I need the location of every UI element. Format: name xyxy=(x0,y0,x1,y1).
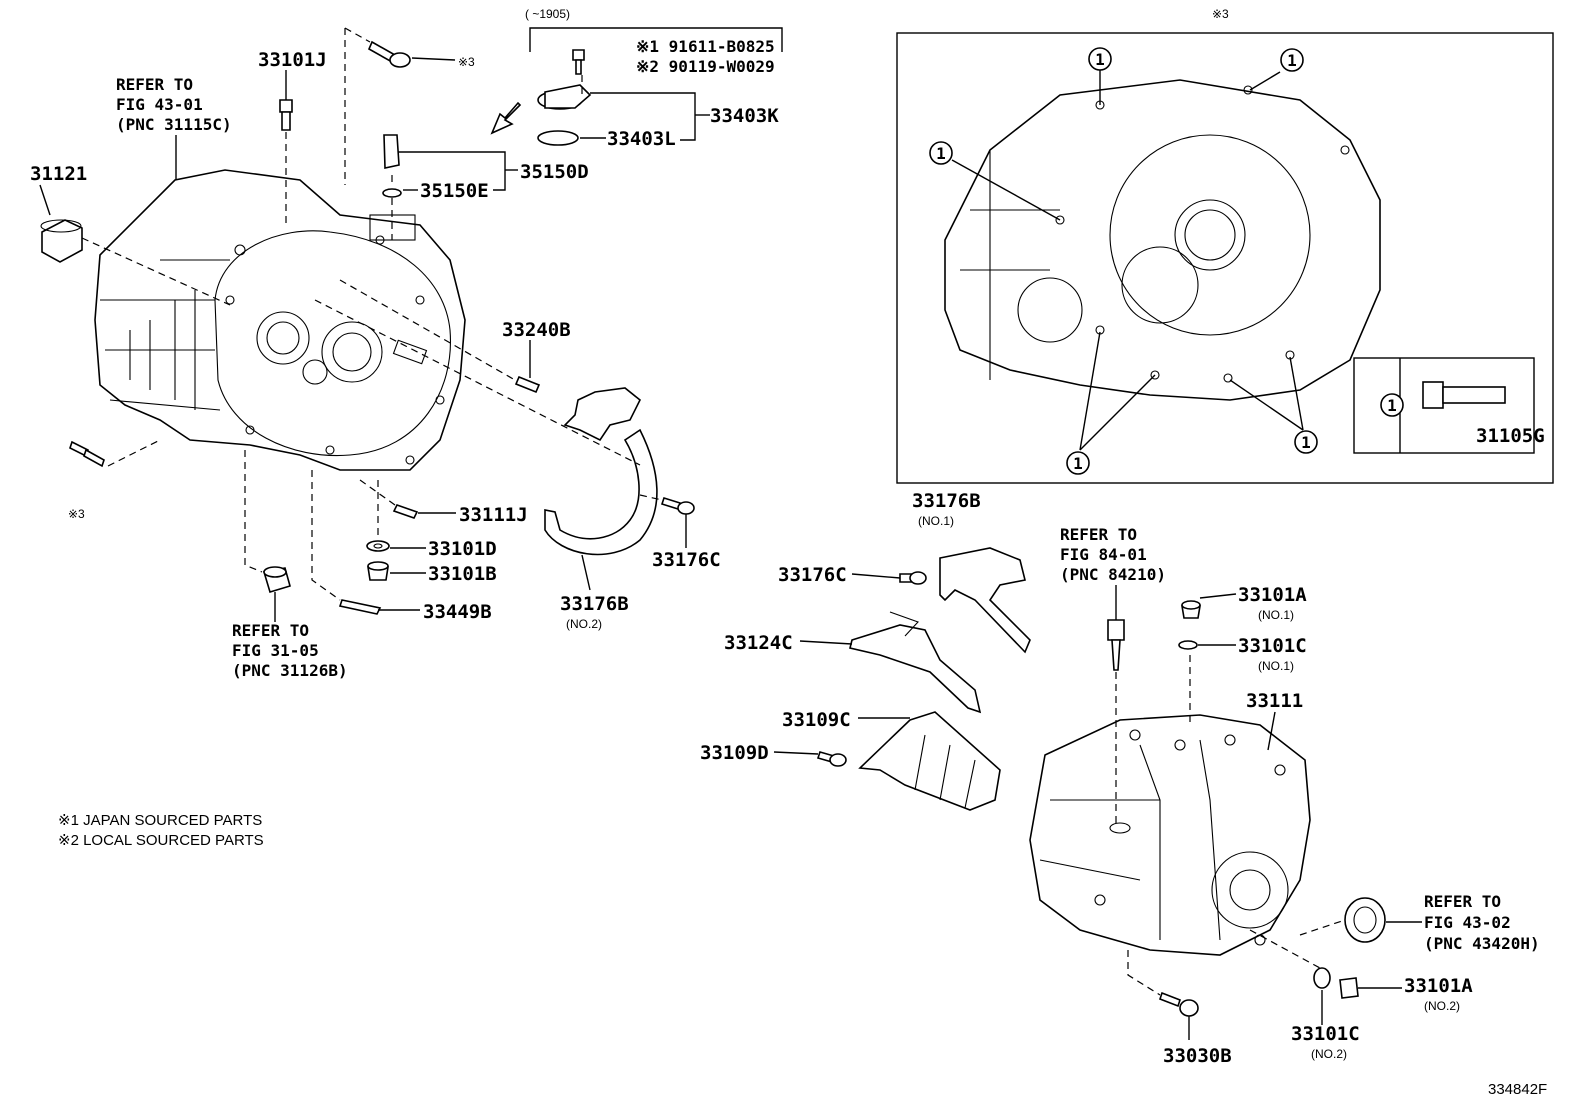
label-33176C-top: 33176C xyxy=(652,549,721,571)
plug-31126B-drawing xyxy=(262,566,291,593)
callout-1-a: 1 xyxy=(1095,50,1105,69)
bolt-33176C-top-drawing xyxy=(660,497,695,515)
sublabel-33101A-no1: (NO.1) xyxy=(1258,608,1294,622)
label-31121: 31121 xyxy=(30,163,87,185)
figure-id: 334842F xyxy=(1488,1081,1547,1098)
sensor-35150D-drawing xyxy=(382,134,402,198)
plug-33101A-no2-drawing xyxy=(1339,977,1359,999)
callout-1-b: 1 xyxy=(1287,51,1297,70)
flange-bolt-31105G-drawing xyxy=(1422,381,1506,409)
label-33109D: 33109D xyxy=(700,742,769,764)
direction-arrow xyxy=(490,101,522,135)
svg-text:FIG 31-05: FIG 31-05 xyxy=(232,641,319,660)
refer-to-43-02: REFER TO FIG 43-02 (PNC 43420H) xyxy=(1424,892,1540,953)
svg-text:(PNC 31115C): (PNC 31115C) xyxy=(116,115,232,134)
sublabel-33176B-no2: (NO.2) xyxy=(566,617,602,631)
label-33176B-no2: 33176B xyxy=(560,593,629,615)
speedo-driven-gear-drawing xyxy=(537,49,592,146)
seal-43420H-drawing xyxy=(1344,897,1386,943)
washer-33101C-no1-drawing xyxy=(1178,640,1198,650)
bolt-legend-box xyxy=(1353,357,1535,454)
label-33101B: 33101B xyxy=(428,563,497,585)
star3-mark-top: ※3 xyxy=(458,55,475,69)
transaxle-housing-drawing xyxy=(94,169,466,471)
plug-33101A-no1-drawing xyxy=(1181,600,1201,619)
label-33101A-no2: 33101A xyxy=(1404,975,1473,997)
callout-1-c: 1 xyxy=(936,144,946,163)
label-33101A-no1: 33101A xyxy=(1238,584,1307,606)
svg-text:REFER TO: REFER TO xyxy=(116,75,193,94)
svg-text:FIG 43-01: FIG 43-01 xyxy=(116,95,203,114)
transfer-case-33111-drawing xyxy=(1029,714,1311,956)
bolt-33030B-drawing xyxy=(1159,991,1199,1017)
note-local-sourced: ※2 LOCAL SOURCED PARTS xyxy=(58,832,264,849)
leader-lines xyxy=(39,27,1422,1040)
label-33176B-no1: 33176B xyxy=(912,490,981,512)
label-33449B: 33449B xyxy=(423,601,492,623)
label-33240B: 33240B xyxy=(502,319,571,341)
callout-1-d: 1 xyxy=(1073,454,1083,473)
label-33101C-no1: 33101C xyxy=(1238,635,1307,657)
note-japan-sourced: ※1 JAPAN SOURCED PARTS xyxy=(58,812,262,829)
refer-to-31-05: REFER TO FIG 31-05 (PNC 31126B) xyxy=(232,621,348,680)
label-33111: 33111 xyxy=(1246,690,1303,712)
plug-33101B-drawing xyxy=(367,561,389,581)
housing-bolt-pattern-drawing xyxy=(944,79,1381,401)
label-33124C: 33124C xyxy=(724,632,793,654)
cap-31121-drawing xyxy=(40,219,83,263)
bracket-33176B-no1-drawing xyxy=(939,547,1031,654)
washer-33101C-no2-drawing xyxy=(1313,967,1331,989)
sublabel-33101A-no2: (NO.2) xyxy=(1424,999,1460,1013)
label-33101C-no2: 33101C xyxy=(1291,1023,1360,1045)
label-33403K: 33403K xyxy=(710,105,779,127)
alignment-lines xyxy=(81,27,1346,996)
svg-text:REFER TO: REFER TO xyxy=(1424,892,1501,911)
plate-33176B-no2-drawing xyxy=(544,387,658,556)
inset-frame xyxy=(896,32,1554,484)
sublabel-33101C-no1: (NO.1) xyxy=(1258,659,1294,673)
bolt-variant-2: ※2 90119-W0029 xyxy=(636,57,775,76)
callout-1-e: 1 xyxy=(1301,433,1311,452)
svg-text:FIG 84-01: FIG 84-01 xyxy=(1060,545,1147,564)
gasket-33449B-drawing xyxy=(338,599,382,615)
svg-text:REFER TO: REFER TO xyxy=(232,621,309,640)
sensor-84210-drawing xyxy=(1107,619,1125,671)
bolt-33109D-drawing xyxy=(816,751,847,767)
label-33109C: 33109C xyxy=(782,709,851,731)
label-33403L: 33403L xyxy=(607,128,676,150)
pin-33111J-drawing xyxy=(392,504,419,519)
bolt-star3-left-drawing xyxy=(69,440,105,468)
guide-33124C-drawing xyxy=(849,611,982,714)
refer-to-43-01: REFER TO FIG 43-01 (PNC 31115C) xyxy=(116,75,232,134)
star3-mark-inset: ※3 xyxy=(1212,7,1229,21)
washer-33101D-drawing xyxy=(366,540,390,552)
svg-text:(PNC 84210): (PNC 84210) xyxy=(1060,565,1166,584)
bolt-variant-range: ( ~1905) xyxy=(525,7,570,21)
refer-to-84-01: REFER TO FIG 84-01 (PNC 84210) xyxy=(1060,525,1166,584)
label-33176C-mid: 33176C xyxy=(778,564,847,586)
star3-mark-left: ※3 xyxy=(68,507,85,521)
label-33101J: 33101J xyxy=(258,49,327,71)
callout-1-legend: 1 xyxy=(1387,396,1397,415)
pin-33240B-drawing xyxy=(514,375,541,394)
cover-33109C-drawing xyxy=(858,711,1001,811)
svg-text:FIG 43-02: FIG 43-02 xyxy=(1424,913,1511,932)
label-33111J: 33111J xyxy=(459,504,528,526)
bolt-variant-1: ※1 91611-B0825 xyxy=(636,37,775,56)
label-33101D: 33101D xyxy=(428,538,497,560)
svg-text:REFER TO: REFER TO xyxy=(1060,525,1137,544)
label-35150E: 35150E xyxy=(420,180,489,202)
label-31105G: 31105G xyxy=(1476,425,1545,447)
bolt-33101J-drawing xyxy=(279,99,293,131)
label-35150D: 35150D xyxy=(520,161,589,183)
label-33030B: 33030B xyxy=(1163,1045,1232,1067)
sublabel-33176B-no1: (NO.1) xyxy=(918,514,954,528)
sublabel-33101C-no2: (NO.2) xyxy=(1311,1047,1347,1061)
svg-text:(PNC 31126B): (PNC 31126B) xyxy=(232,661,348,680)
callout-1-group xyxy=(929,47,1404,475)
bolt-33176C-mid-drawing xyxy=(899,571,927,585)
bolt-star3-top-drawing xyxy=(367,40,411,68)
svg-text:(PNC 43420H): (PNC 43420H) xyxy=(1424,934,1540,953)
